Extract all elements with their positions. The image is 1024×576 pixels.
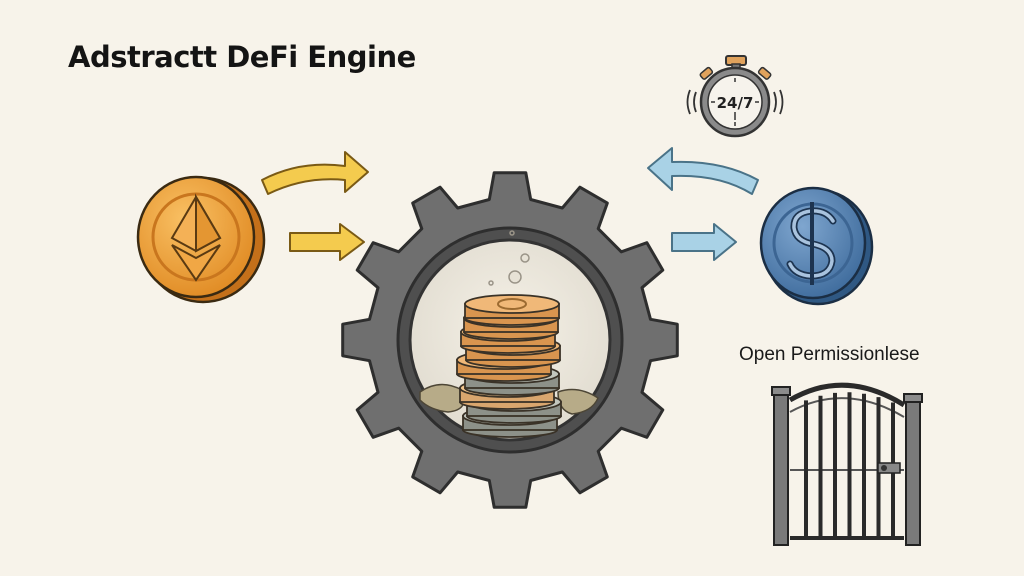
gate-icon — [771, 382, 923, 546]
diagram-title: Adstractt DeFi Engine — [68, 40, 416, 74]
input-arrow-straight — [289, 223, 365, 261]
ethereum-coin-icon — [136, 175, 266, 304]
timer-label: 24/7 — [717, 94, 754, 112]
bubbles — [485, 230, 539, 305]
output-arrow-curved — [647, 147, 759, 195]
input-arrow-curved — [261, 151, 369, 195]
stopwatch-icon: 24/7 — [686, 55, 784, 138]
coin-emblem — [497, 298, 527, 310]
sediment — [419, 383, 599, 415]
dollar-coin-icon — [759, 186, 874, 306]
output-arrow-straight — [671, 223, 737, 261]
coin-stack — [456, 294, 562, 438]
gate-label: Open Permissionlese — [739, 344, 920, 365]
stack-coin-top — [464, 294, 560, 314]
